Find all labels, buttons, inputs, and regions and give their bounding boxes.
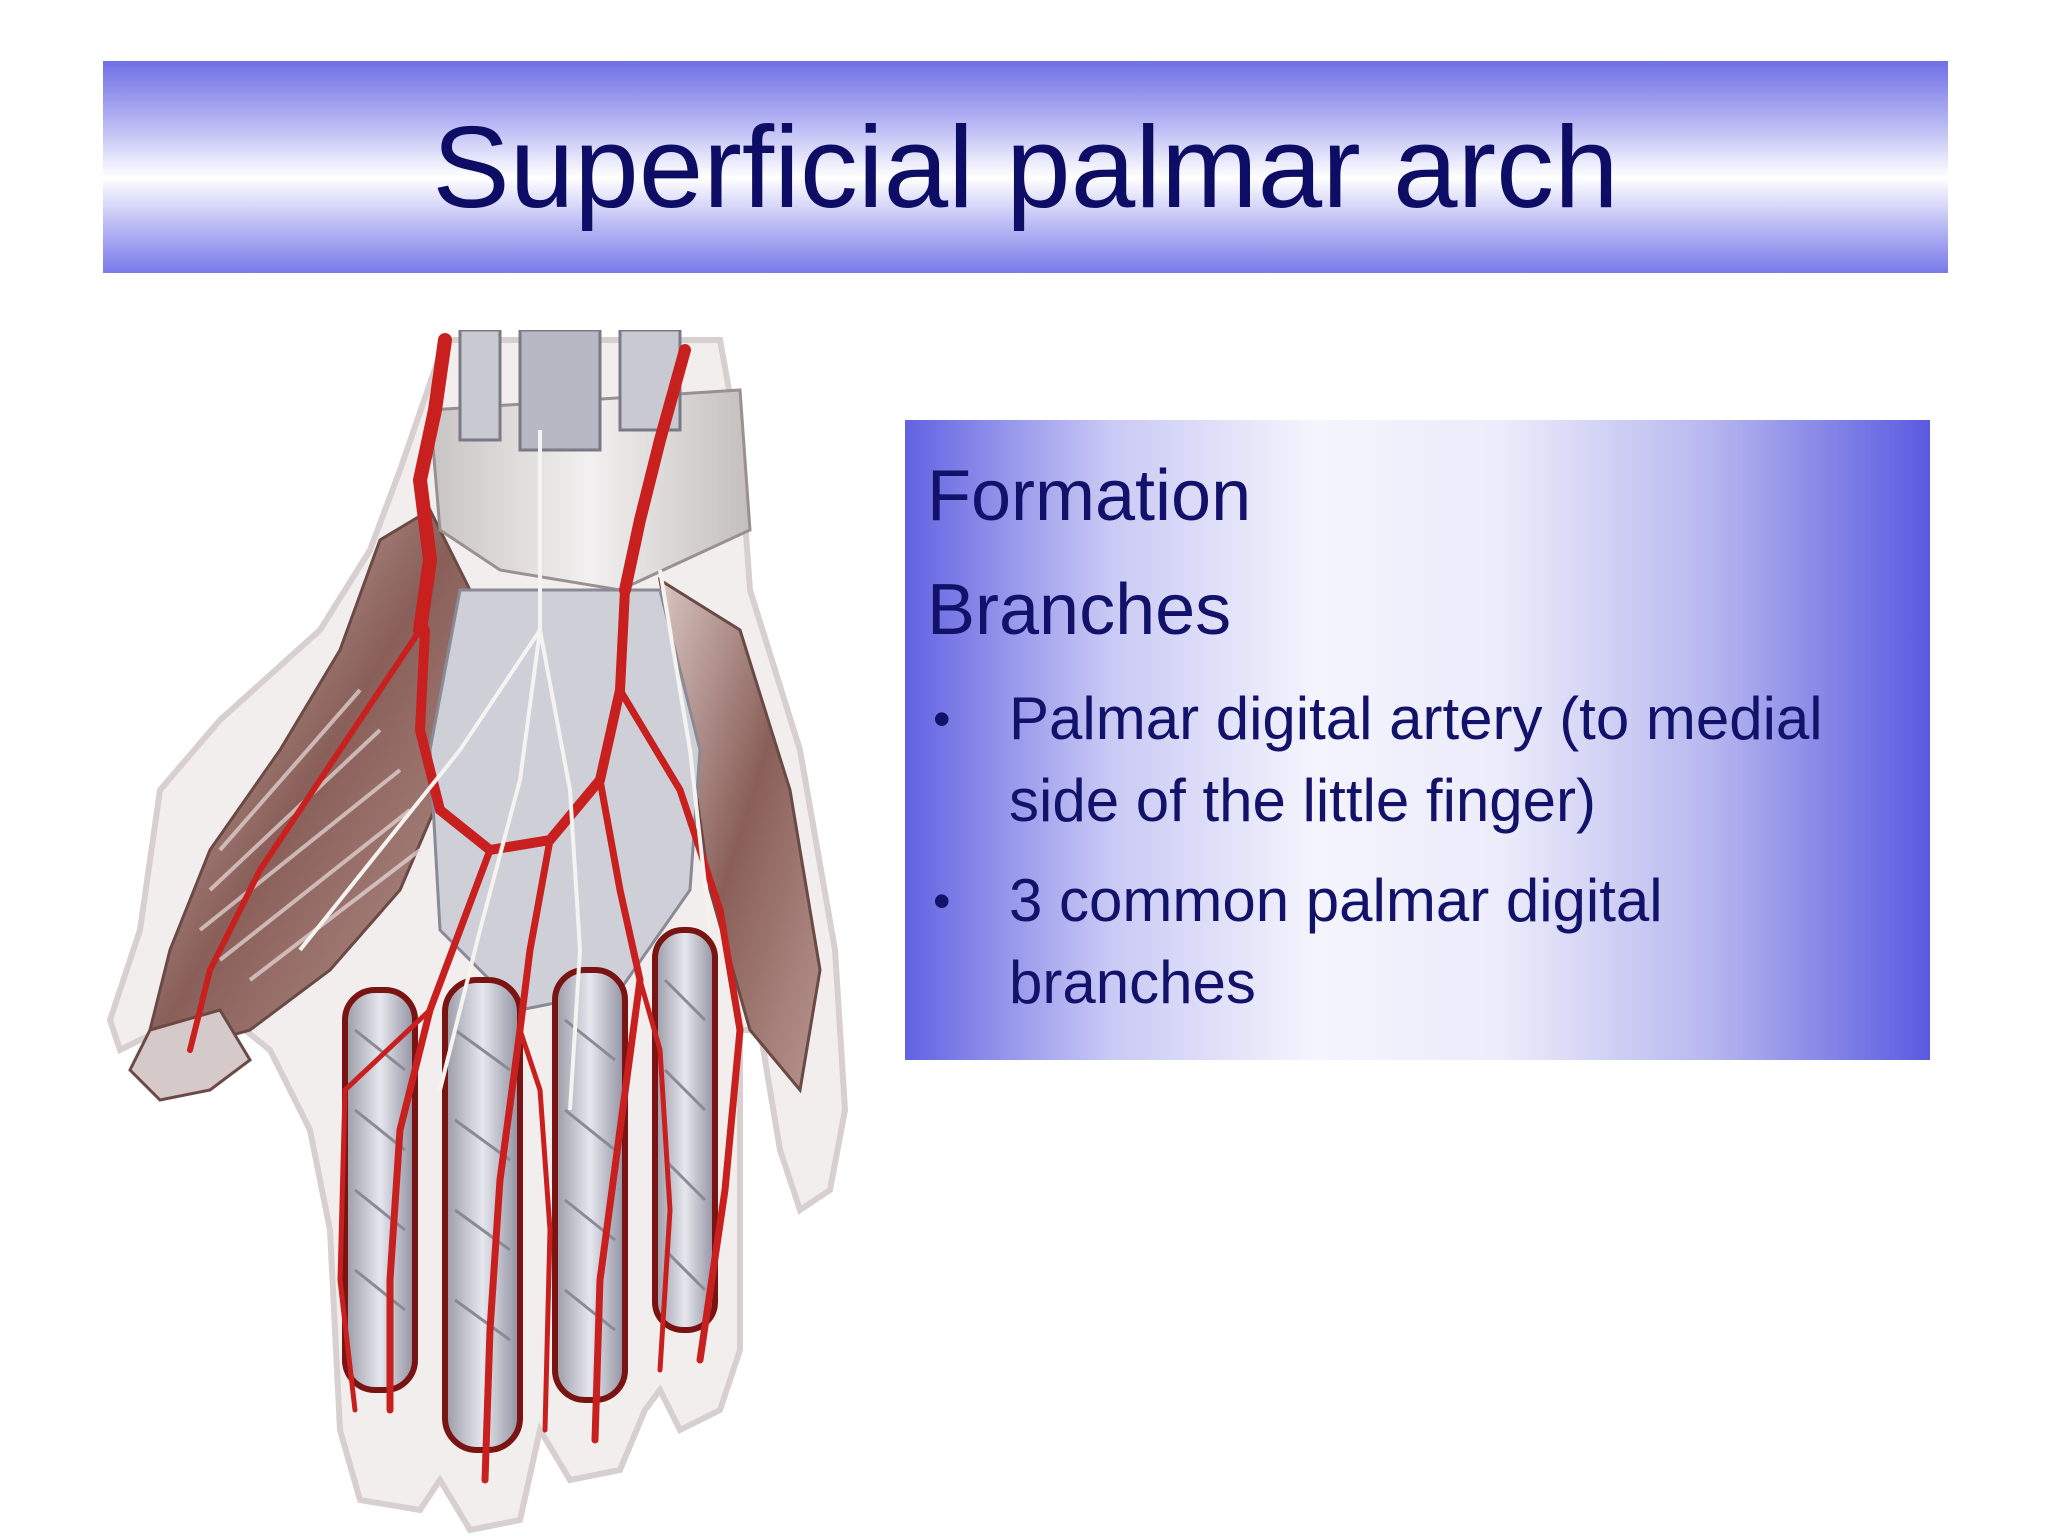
nerves [298,430,712,1111]
slide-title: Superficial palmar arch [432,102,1619,232]
heading-formation: Formation [927,456,1252,536]
heading-branches: Branches [927,570,1232,650]
list-item: • 3 common palmar digital branches [927,860,1910,1024]
list-item: • Palmar digital artery (to medial side … [927,678,1910,842]
title-bar: Superficial palmar arch [103,61,1948,273]
content-box: Formation Branches • Palmar digital arte… [905,420,1930,1060]
branches-list: • Palmar digital artery (to medial side … [927,678,1910,1024]
bullet-icon: • [933,691,951,747]
bullet-text: 3 common palmar digital branches [1009,867,1663,1016]
bullet-icon: • [933,873,951,929]
bullet-text: Palmar digital artery (to medial side of… [1009,685,1823,834]
hand-anatomy-illustration [106,330,849,1534]
arteries [187,333,744,1484]
